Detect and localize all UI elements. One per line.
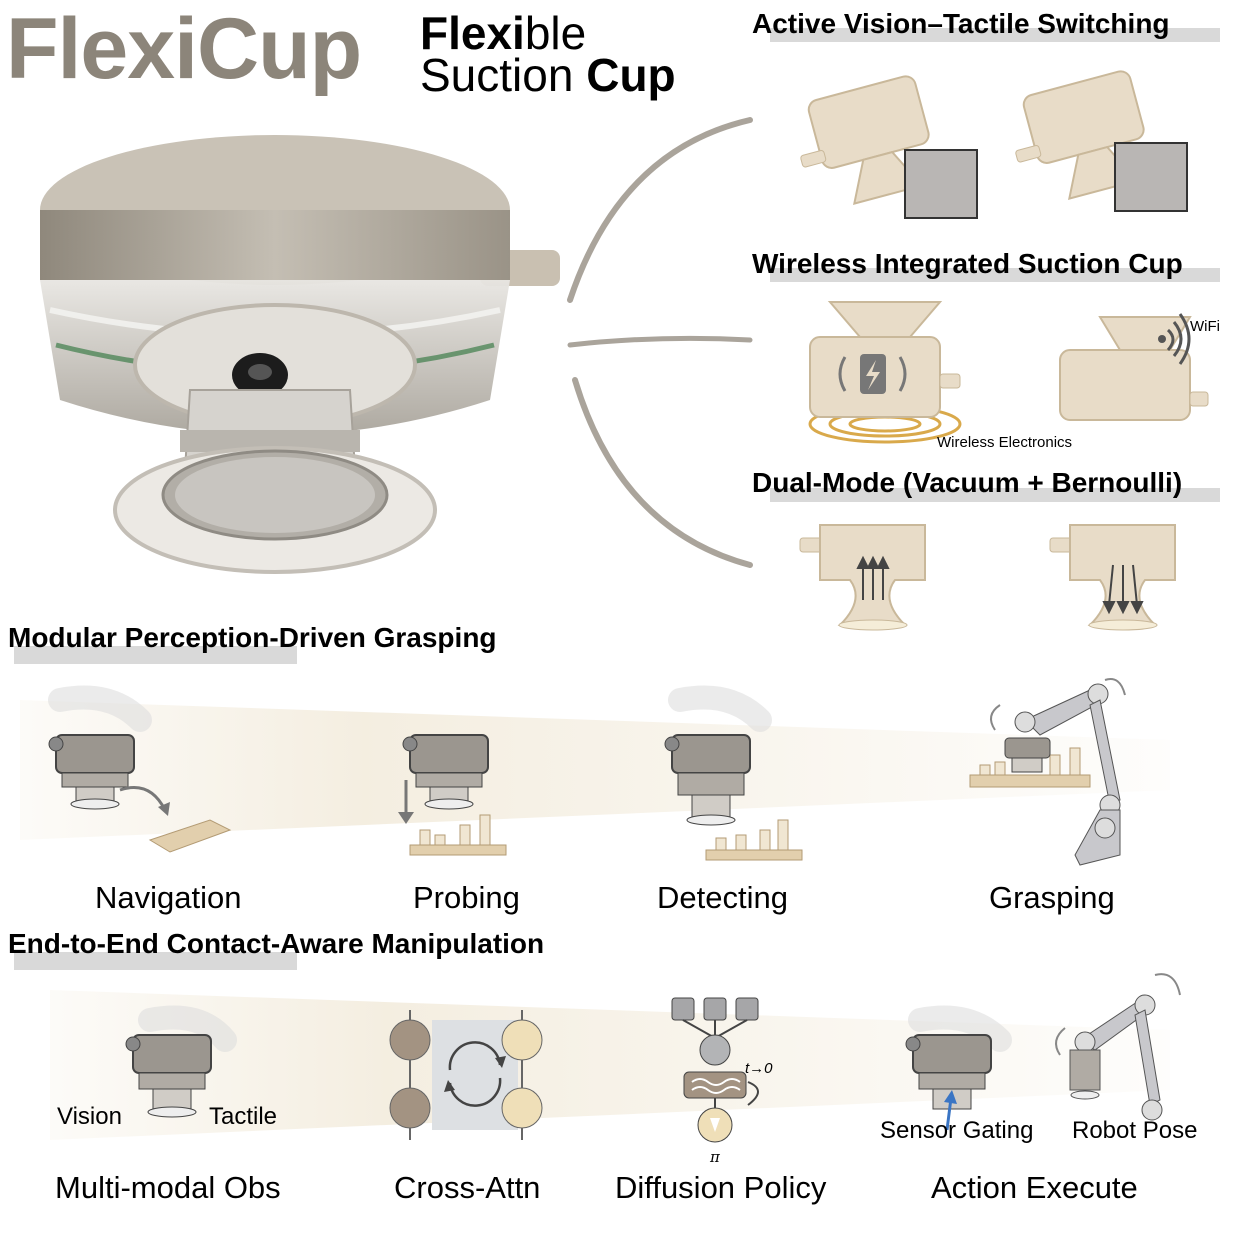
- wireless-cup-right: [1059, 316, 1209, 421]
- step-action-execute-label: Action Execute: [931, 1170, 1138, 1205]
- diffusion-policy-illustration: [671, 997, 759, 1143]
- subtitle-ble: ble: [524, 7, 587, 59]
- t-label: t→0: [745, 1060, 773, 1077]
- action-execute-illustration: [905, 973, 1181, 1131]
- detecting-step-illustration: [664, 685, 803, 861]
- step-grasping-label: Grasping: [989, 880, 1115, 915]
- wireless-cup-left: [808, 301, 962, 444]
- multimodal-obs-cup-illustration: [125, 1005, 237, 1118]
- bernoulli-mode-cup: [1049, 524, 1176, 631]
- subtitle-flexi: Flexi: [420, 7, 525, 59]
- switching-illustration: [800, 70, 1188, 219]
- vision-label: Vision: [57, 1103, 122, 1130]
- brand-title: FlexiCup: [6, 1, 362, 97]
- dualmode-title: Dual-Mode (Vacuum + Bernoulli): [752, 467, 1183, 498]
- grasping-robot-arm-illustration: [969, 678, 1126, 866]
- robot-pose-label: Robot Pose: [1072, 1117, 1198, 1144]
- switching-cup-left: [800, 75, 930, 206]
- step-probing-label: Probing: [413, 880, 520, 915]
- wireless-title-bar: [770, 268, 1220, 282]
- wireless-electronics-label: Wireless Electronics: [937, 434, 1073, 451]
- switching-cup-right: [1015, 70, 1145, 201]
- cube-left-icon: [904, 149, 978, 219]
- wifi-label: WiFi: [1190, 318, 1220, 335]
- cube-right-icon: [1114, 142, 1188, 212]
- step-navigation-label: Navigation: [95, 880, 242, 915]
- dualmode-illustration: [799, 524, 1176, 631]
- step-detecting-label: Detecting: [657, 880, 788, 915]
- endtoend-title-bar: [14, 952, 297, 970]
- tactile-label: Tactile: [209, 1103, 278, 1130]
- connector-brush-strokes: [567, 117, 753, 568]
- step-cross-attn-label: Cross-Attn: [394, 1170, 541, 1205]
- subtitle: Flexible Suction Cup: [420, 10, 676, 98]
- wireless-illustration: [808, 301, 1209, 444]
- endtoend-title: End-to-End Contact-Aware Manipulation: [8, 928, 545, 959]
- sensor-gating-label: Sensor Gating: [880, 1117, 1034, 1144]
- subtitle-suction: Suction: [420, 49, 587, 101]
- cross-attn-illustration: [389, 1010, 543, 1140]
- wifi-icon: [1158, 313, 1191, 365]
- step-multimodal-obs-label: Multi-modal Obs: [55, 1170, 281, 1205]
- probing-step-illustration: [398, 734, 507, 856]
- endtoend-pipeline-illustration: [50, 973, 1181, 1143]
- modular-pipeline-illustration: [20, 678, 1170, 866]
- switching-title: Active Vision–Tactile Switching: [752, 8, 1170, 39]
- navigation-step-illustration: [48, 685, 232, 853]
- pi-label: π: [710, 1148, 720, 1166]
- modular-title: Modular Perception-Driven Grasping: [8, 622, 497, 653]
- dualmode-title-bar: [770, 488, 1220, 502]
- modular-title-bar: [14, 646, 297, 664]
- wireless-title: Wireless Integrated Suction Cup: [752, 248, 1183, 279]
- vacuum-mode-cup: [799, 524, 926, 631]
- step-diffusion-policy-label: Diffusion Policy: [615, 1170, 827, 1205]
- hero-suction-cup-illustration: [40, 135, 560, 574]
- subtitle-cup: Cup: [586, 49, 676, 101]
- switching-title-bar: [770, 28, 1220, 42]
